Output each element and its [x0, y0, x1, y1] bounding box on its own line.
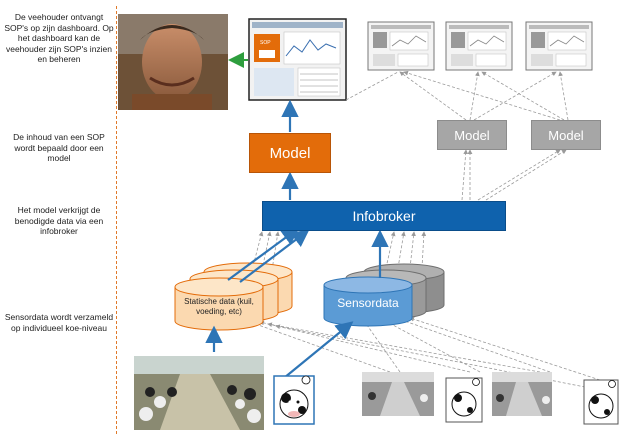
- infobroker-box: Infobroker: [262, 201, 506, 231]
- model-box-grey-2: Model: [531, 120, 601, 150]
- cow-icon-grey-2: [583, 379, 619, 425]
- dashboard-sop-label: SOP: [260, 40, 271, 46]
- static-data-label: Statische data (kuil, voeding, etc): [184, 297, 254, 316]
- blue-flow-arrows: [205, 99, 389, 379]
- dashboard-main: [248, 18, 347, 101]
- dashboard-description: De veehouder ontvangt SOP's op zijn dash…: [4, 12, 114, 64]
- grey-model-to-dashboard-arrows: [345, 70, 569, 121]
- infobroker-description: Het model verkrijgt de benodigde data vi…: [14, 205, 104, 236]
- static-data-cylinder-stack: [174, 262, 293, 331]
- grey-infobroker-to-model-arrows: [461, 149, 567, 201]
- model-description: De inhoud van een SOP wordt bepaald door…: [13, 132, 105, 163]
- dashboard-grey-3: [525, 21, 593, 71]
- cow-icon-grey-1: [445, 377, 483, 423]
- model-box-main: Model: [249, 133, 331, 173]
- sensordata-cylinder-stack: [323, 263, 445, 327]
- dashboard-grey-1: [367, 21, 435, 71]
- cow-icon-color: [273, 375, 315, 425]
- dashboard-grey-2: [445, 21, 513, 71]
- barn-photo-grey-2: [492, 372, 552, 416]
- farmer-photo: [118, 14, 228, 110]
- sensordata-label: Sensordata: [337, 296, 399, 310]
- sensor-description: Sensordata wordt verzameld op individuee…: [4, 312, 114, 333]
- separator-line: [116, 6, 117, 434]
- barn-photo-color: [134, 356, 264, 430]
- barn-photo-grey-1: [362, 372, 434, 416]
- model-box-grey-1: Model: [437, 120, 507, 150]
